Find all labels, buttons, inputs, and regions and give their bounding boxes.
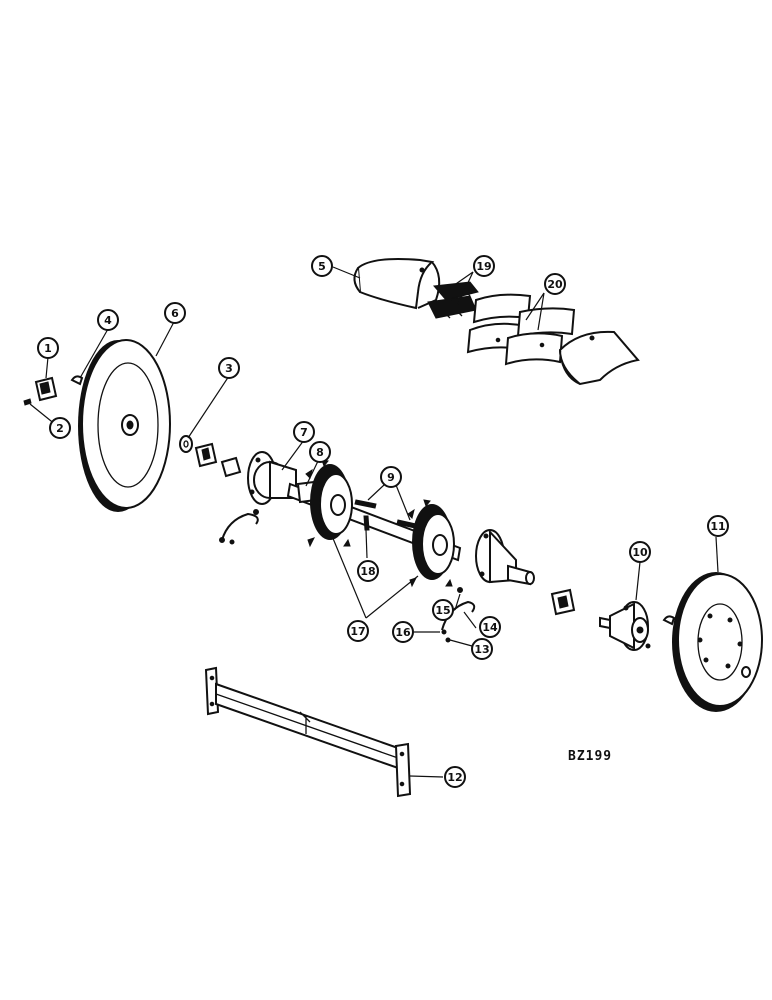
callout-number: 11	[710, 520, 725, 533]
callout-circle	[347, 620, 369, 642]
callout-number: 1	[44, 342, 52, 355]
upper-shield-assembly	[353, 258, 640, 386]
callout-6: 6	[164, 302, 186, 324]
left-bearing-block	[34, 376, 58, 402]
left-set-screw	[23, 398, 32, 406]
woodruff-key	[70, 375, 84, 386]
callout-number: 9	[387, 471, 395, 484]
spacer-washer	[179, 435, 193, 453]
callout-number: 16	[395, 626, 411, 639]
callout-13: 13	[471, 638, 493, 660]
callout-circle	[37, 337, 59, 359]
callout-11: 11	[707, 515, 729, 537]
callout-3: 3	[218, 357, 240, 379]
callout-number: 13	[474, 643, 489, 656]
drawing-number: BZ199	[568, 749, 612, 764]
callout-17: 17	[347, 620, 369, 642]
snap-ring-hardware	[219, 509, 476, 643]
callout-circle	[311, 255, 333, 277]
callout-circle	[473, 255, 495, 277]
support-bar	[204, 666, 412, 798]
callout-number: 4	[104, 314, 112, 327]
callout-number: 19	[476, 260, 491, 273]
callout-19: 19	[473, 255, 495, 277]
right-bearing-flange	[599, 601, 651, 651]
callout-circle	[444, 766, 466, 788]
callout-number: 17	[350, 625, 365, 638]
callout-circle	[309, 441, 331, 463]
callout-12: 12	[444, 766, 466, 788]
callout-number: 10	[632, 546, 648, 559]
left-sheave-pulley	[78, 339, 171, 512]
callout-number: 14	[482, 621, 498, 634]
callout-number: 2	[56, 422, 64, 435]
callout-number: 20	[547, 278, 563, 291]
callout-circle	[707, 515, 729, 537]
callout-circle	[218, 357, 240, 379]
callout-circle	[629, 541, 651, 563]
callout-5: 5	[311, 255, 333, 277]
callout-number: 18	[360, 565, 375, 578]
callout-number: 6	[171, 307, 179, 320]
callout-10: 10	[629, 541, 651, 563]
callout-circle	[97, 309, 119, 331]
callout-circle	[544, 273, 566, 295]
callout-4: 4	[97, 309, 119, 331]
callout-circle	[471, 638, 493, 660]
callout-9: 9	[380, 466, 402, 488]
callout-20: 20	[544, 273, 566, 295]
callout-circle	[357, 560, 379, 582]
callout-circle	[49, 417, 71, 439]
callout-circle	[293, 421, 315, 443]
callout-number: 15	[435, 604, 450, 617]
callout-number: 7	[300, 426, 308, 439]
callout-2: 2	[49, 417, 71, 439]
callout-circle	[164, 302, 186, 324]
callout-1: 1	[37, 337, 59, 359]
callout-circle	[479, 616, 501, 638]
callout-number: 8	[316, 446, 324, 459]
callout-number: 3	[225, 362, 233, 375]
callout-number: 12	[447, 771, 462, 784]
callout-8: 8	[309, 441, 331, 463]
callout-16: 16	[392, 621, 414, 643]
callout-15: 15	[432, 599, 454, 621]
right-sheave-pulley	[662, 572, 763, 712]
leader-lines	[29, 266, 719, 778]
callout-circle	[380, 466, 402, 488]
callout-7: 7	[293, 421, 315, 443]
main-shaft-assembly	[194, 442, 576, 616]
callout-18: 18	[357, 560, 379, 582]
callout-14: 14	[479, 616, 501, 638]
callout-circle	[432, 599, 454, 621]
callout-circle	[392, 621, 414, 643]
callout-number: 5	[318, 260, 326, 273]
